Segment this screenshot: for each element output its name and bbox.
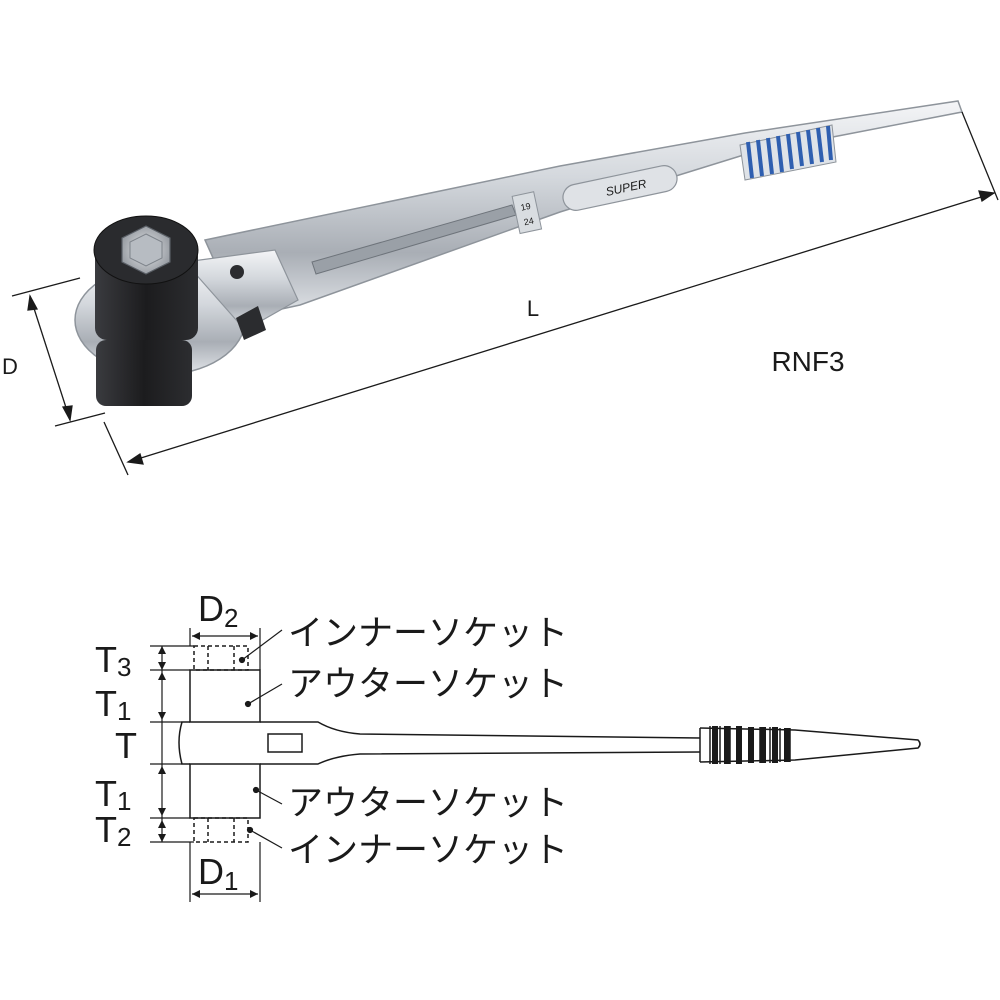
size-stamp-bottom: 24: [523, 216, 535, 228]
size-stamp: 19 24: [511, 191, 543, 235]
direction-lever: [236, 306, 266, 340]
label-t2: T2: [95, 809, 131, 852]
length-label: L: [527, 296, 539, 321]
label-d1: D1: [198, 851, 238, 896]
label-t3: T3: [95, 639, 131, 682]
label-t: T: [115, 725, 137, 766]
callout-inner-socket-bottom: インナーソケット: [288, 831, 568, 871]
label-t1-lower: T1: [95, 773, 131, 816]
callout-inner-socket-top: インナーソケット: [288, 614, 568, 654]
photo-dimension-lines: [11, 111, 999, 476]
size-stamp-top: 19: [520, 201, 532, 213]
callout-outer-socket-top: アウターソケット: [288, 665, 568, 705]
model-label: RNF3: [771, 346, 844, 377]
outer-socket-lower: [96, 340, 192, 406]
rivet: [230, 265, 244, 279]
label-d2: D2: [198, 588, 238, 633]
callout-outer-socket-bottom: アウターソケット: [288, 784, 568, 824]
schematic-dimension-lines: [150, 628, 261, 902]
schematic-grip-fill: [712, 726, 790, 764]
diameter-label: D: [2, 354, 18, 379]
brand-logo: SUPER: [562, 165, 678, 211]
label-t1-upper: T1: [95, 683, 131, 726]
callout-leaders: [238, 629, 283, 849]
wrench-photo: 19 24 SUPER: [74, 100, 964, 406]
grip: [739, 124, 837, 181]
